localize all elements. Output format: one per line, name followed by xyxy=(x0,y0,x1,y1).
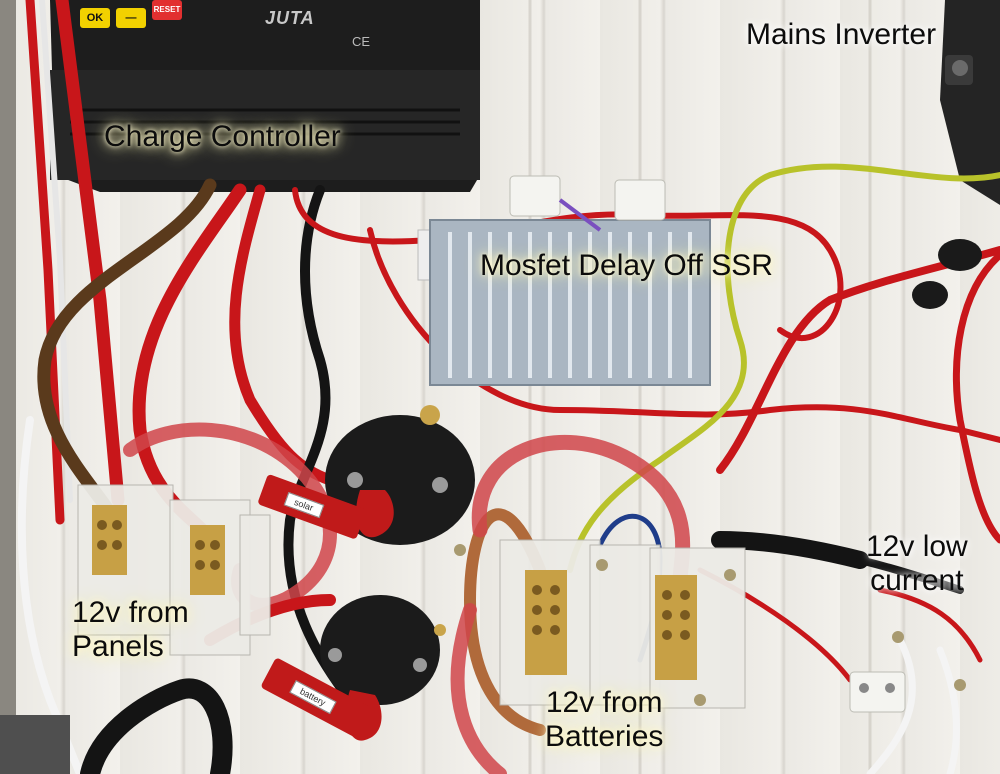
label-mains-inverter: Mains Inverter xyxy=(746,18,937,51)
controller-reset-button[interactable]: RESET xyxy=(152,0,182,20)
controller-minus-button[interactable]: — xyxy=(116,8,146,28)
mosfet-ssr-heatsink xyxy=(417,175,711,386)
mains-inverter xyxy=(940,0,1000,205)
label-panels: 12v from Panels xyxy=(72,596,189,663)
label-low-current: 12v low current xyxy=(866,530,968,597)
controller-brand-logo: JUTA xyxy=(265,8,315,28)
busbar-panels xyxy=(77,484,271,656)
screws xyxy=(454,544,966,706)
bottom-left-box xyxy=(0,715,70,774)
label-batteries: 12v from Batteries xyxy=(545,686,664,753)
terminal-block-low-current xyxy=(849,671,906,713)
wires xyxy=(17,0,1000,774)
busbar-batteries xyxy=(499,539,746,709)
left-edge-shadow xyxy=(0,0,16,774)
controller-ok-button[interactable]: OK xyxy=(80,8,110,28)
ferrite-chokes xyxy=(912,239,982,309)
isolator-switch-bottom xyxy=(261,595,446,741)
charge-controller xyxy=(50,0,480,192)
controller-ce-mark: CE xyxy=(352,34,371,49)
label-charge-controller: Charge Controller xyxy=(104,120,341,153)
label-mosfet-ssr: Mosfet Delay Off SSR xyxy=(480,249,773,282)
